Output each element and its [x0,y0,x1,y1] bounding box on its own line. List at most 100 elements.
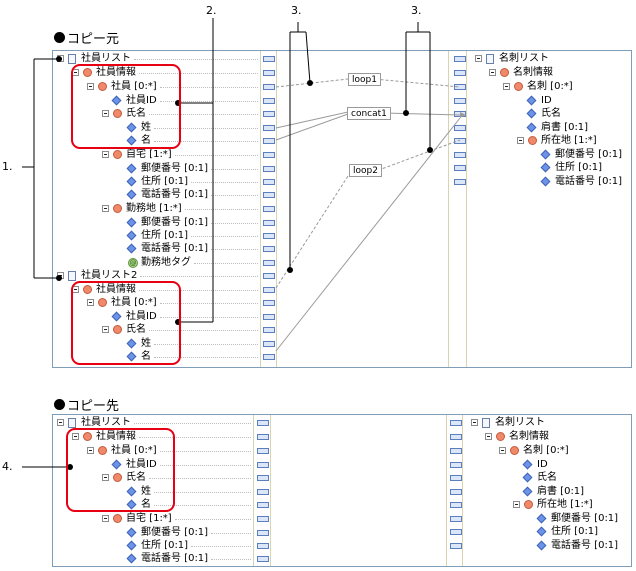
concat1-node[interactable]: concat1 [347,107,391,120]
collapse-toggle-icon[interactable] [489,69,496,76]
collapse-toggle-icon[interactable] [102,110,109,117]
mapping-port-src-mei[interactable] [263,138,275,144]
mapping-port-dst-sei[interactable] [257,489,269,495]
tree-row-dst-sei[interactable]: 姓 [0,485,636,499]
tree-row-src-home-tel[interactable]: 電話番号 [0:1] [0,188,636,202]
tree-row-dtg-list[interactable]: 名刺リスト [0,416,636,430]
mapping-port-dtg-title[interactable] [450,489,462,495]
tree-row-tgt-title[interactable]: 肩書 [0:1] [0,121,636,135]
tree-row-src-mei[interactable]: 名 [0,134,636,148]
tree-row-dst-mei[interactable]: 名 [0,498,636,512]
mapping-port-dtg-list[interactable] [450,420,462,426]
mapping-port-src-info[interactable] [263,70,275,76]
mapping-port-dst-mei[interactable] [257,502,269,508]
collapse-toggle-icon[interactable] [102,515,109,522]
tree-row-src-work-tel[interactable]: 電話番号 [0:1] [0,242,636,256]
mapping-port-dtg-id[interactable] [450,462,462,468]
mapping-port-dst-info[interactable] [257,434,269,440]
collapse-toggle-icon[interactable] [87,299,94,306]
tree-row-dst-name[interactable]: 氏名 [0,471,636,485]
mapping-port-tgt-addr[interactable] [454,165,466,171]
mapping-port-tgt-zip[interactable] [454,152,466,158]
mapping-port-src2-emp[interactable] [263,300,275,306]
tree-row-tgt-addr[interactable]: 住所 [0:1] [0,161,636,175]
mapping-port-src-home-tel[interactable] [263,192,275,198]
tree-row-dtg-loc[interactable]: 所在地 [1:*] [0,498,636,512]
mapping-port-tgt-title[interactable] [454,125,466,131]
mapping-port-src2-info[interactable] [263,287,275,293]
mapping-port-src-empid[interactable] [263,98,275,104]
mapping-port-src-list[interactable] [263,56,275,62]
tree-row-src2-name[interactable]: 氏名 [0,323,636,337]
tree-row-dst-emp[interactable]: 社員 [0:*] [0,444,636,458]
tree-row-dst-home-addr[interactable]: 住所 [0:1] [0,539,636,553]
tree-row-dtg-name[interactable]: 氏名 [0,471,636,485]
collapse-toggle-icon[interactable] [475,55,482,62]
mapping-port-tgt-loc[interactable] [454,138,466,144]
tree-row-dtg-addr[interactable]: 住所 [0:1] [0,525,636,539]
tree-row-dtg-id[interactable]: ID [0,458,636,472]
tree-row-src-emp[interactable]: 社員 [0:*] [0,80,636,94]
collapse-toggle-icon[interactable] [57,419,64,426]
mapping-port-dst-list[interactable] [257,420,269,426]
tree-row-dtg-zip[interactable]: 郵便番号 [0:1] [0,512,636,526]
tree-row-dtg-title[interactable]: 肩書 [0:1] [0,485,636,499]
collapse-toggle-icon[interactable] [513,501,520,508]
mapping-port-dst-emp[interactable] [257,448,269,454]
mapping-port-dst-empid[interactable] [257,462,269,468]
tree-row-src-home-addr[interactable]: 住所 [0:1] [0,175,636,189]
mapping-port-dtg-tel[interactable] [450,543,462,549]
mapping-port-dst-home-zip[interactable] [257,530,269,536]
mapping-port-src-work-zip[interactable] [263,220,275,226]
tree-row-tgt-name[interactable]: 氏名 [0,107,636,121]
mapping-port-tgt-tel[interactable] [454,179,466,185]
tree-row-dtg-card[interactable]: 名刺 [0:*] [0,444,636,458]
mapping-port-src-emp[interactable] [263,84,275,90]
tree-row-src2-mei[interactable]: 名 [0,350,636,364]
collapse-toggle-icon[interactable] [485,433,492,440]
tree-row-tgt-zip[interactable]: 郵便番号 [0:1] [0,148,636,162]
mapping-port-tgt-list[interactable] [454,56,466,62]
collapse-toggle-icon[interactable] [102,151,109,158]
mapping-port-src2-name[interactable] [263,327,275,333]
tree-row-dst-empid[interactable]: 社員ID [0,458,636,472]
collapse-toggle-icon[interactable] [102,205,109,212]
tree-row-dst-list[interactable]: 社員リスト [0,416,636,430]
mapping-port-dtg-name[interactable] [450,475,462,481]
collapse-toggle-icon[interactable] [87,83,94,90]
mapping-port-src-work-addr[interactable] [263,233,275,239]
collapse-toggle-icon[interactable] [503,83,510,90]
tree-row-tgt-info[interactable]: 名刺情報 [0,66,636,80]
loop2-node[interactable]: loop2 [349,164,382,177]
tree-row-src-empid[interactable]: 社員ID [0,94,636,108]
tree-row-src-sei[interactable]: 姓 [0,121,636,135]
mapping-port-tgt-id[interactable] [454,98,466,104]
tree-row-dst-info[interactable]: 社員情報 [0,430,636,444]
tree-row-dst-home-zip[interactable]: 郵便番号 [0:1] [0,526,636,540]
tree-row-dtg-tel[interactable]: 電話番号 [0:1] [0,539,636,553]
mapping-port-dst-home-tel[interactable] [257,556,269,562]
collapse-toggle-icon[interactable] [102,474,109,481]
tree-row-dst-home[interactable]: 自宅 [1:*] [0,512,636,526]
mapping-port-dst-name[interactable] [257,475,269,481]
mapping-port-tgt-info[interactable] [454,70,466,76]
collapse-toggle-icon[interactable] [517,137,524,144]
mapping-port-tgt-card[interactable] [454,84,466,90]
tree-row-src-name[interactable]: 氏名 [0,107,636,121]
tree-row-dst-home-tel[interactable]: 電話番号 [0:1] [0,552,636,566]
mapping-port-src2-mei[interactable] [263,354,275,360]
collapse-toggle-icon[interactable] [499,447,506,454]
tree-row-tgt-loc[interactable]: 所在地 [1:*] [0,134,636,148]
mapping-port-src2-empid[interactable] [263,314,275,320]
mapping-port-src-work-tel[interactable] [263,246,275,252]
tree-row-src-home[interactable]: 自宅 [1:*] [0,148,636,162]
mapping-port-src2-list[interactable] [263,273,275,279]
tree-row-src2-emp[interactable]: 社員 [0:*] [0,296,636,310]
tree-row-src-work-addr[interactable]: 住所 [0:1] [0,229,636,243]
mapping-port-src-home-zip[interactable] [263,166,275,172]
collapse-toggle-icon[interactable] [102,326,109,333]
tree-row-tgt-tel[interactable]: 電話番号 [0:1] [0,175,636,189]
mapping-port-dst-home[interactable] [257,516,269,522]
mapping-port-dtg-zip[interactable] [450,516,462,522]
tree-row-tgt-list[interactable]: 名刺リスト [0,52,636,66]
